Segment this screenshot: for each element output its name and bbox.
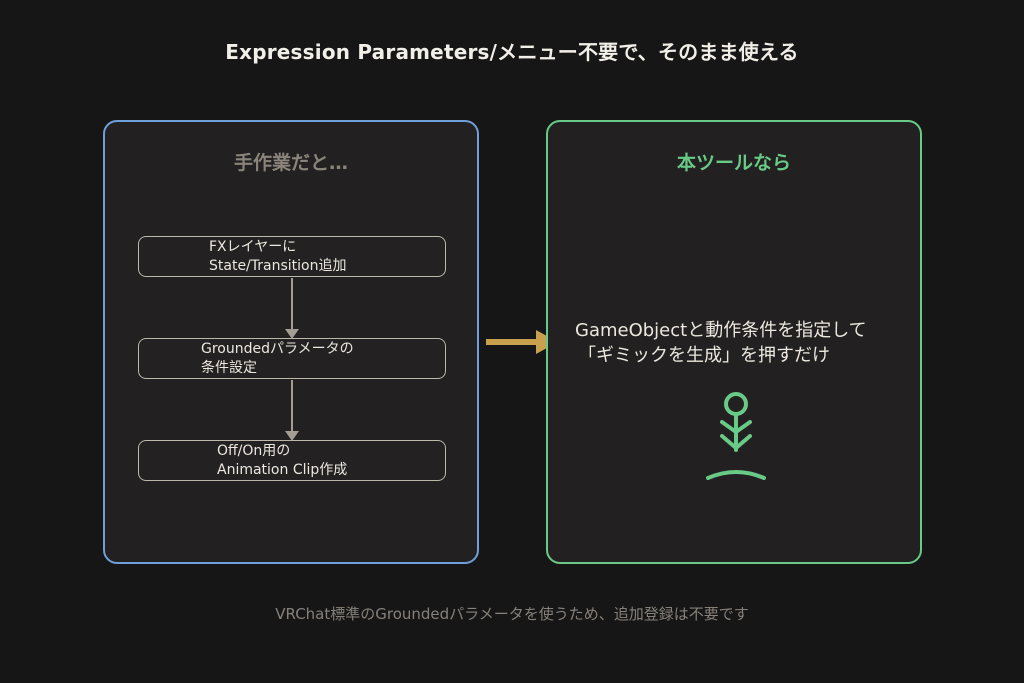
manual-workflow-panel: 手作業だと… FXレイヤーに State/Transition追加 Ground… bbox=[103, 120, 479, 564]
grounded-figure-icon bbox=[706, 392, 766, 480]
tool-description: GameObjectと動作条件を指定して 「ギミックを生成」を押すだけ bbox=[548, 318, 924, 368]
tool-panel-heading: 本ツールなら bbox=[676, 152, 791, 174]
step-animation-clip: Off/On用の Animation Clip作成 bbox=[138, 440, 446, 481]
arrow-down-icon bbox=[285, 329, 299, 339]
step-2-line-1: Groundedパラメータの bbox=[201, 341, 354, 357]
step-1-line-1: FXレイヤーに bbox=[209, 239, 297, 255]
manual-panel-heading: 手作業だと… bbox=[233, 152, 348, 174]
step-connector-2 bbox=[291, 380, 293, 432]
step-3-line-2: Animation Clip作成 bbox=[217, 462, 348, 478]
step-3-line-1: Off/On用の bbox=[217, 443, 291, 459]
step-connector-1 bbox=[291, 278, 293, 330]
arrow-down-icon bbox=[285, 431, 299, 441]
page-title: Expression Parameters/メニュー不要で、そのまま使える bbox=[225, 40, 799, 64]
step-grounded-condition: Groundedパラメータの 条件設定 bbox=[138, 338, 446, 379]
tool-workflow-panel: 本ツールなら GameObjectと動作条件を指定して 「ギミックを生成」を押す… bbox=[546, 120, 922, 564]
step-2-line-2: 条件設定 bbox=[201, 360, 257, 376]
footer-note: VRChat標準のGroundedパラメータを使うため、追加登録は不要です bbox=[275, 605, 749, 623]
tool-description-line-2: 「ギミックを生成」を押すだけ bbox=[578, 345, 830, 366]
tool-description-line-1: GameObjectと動作条件を指定して bbox=[575, 320, 867, 341]
step-1-line-2: State/Transition追加 bbox=[209, 258, 347, 274]
step-add-state-transition: FXレイヤーに State/Transition追加 bbox=[138, 236, 446, 277]
